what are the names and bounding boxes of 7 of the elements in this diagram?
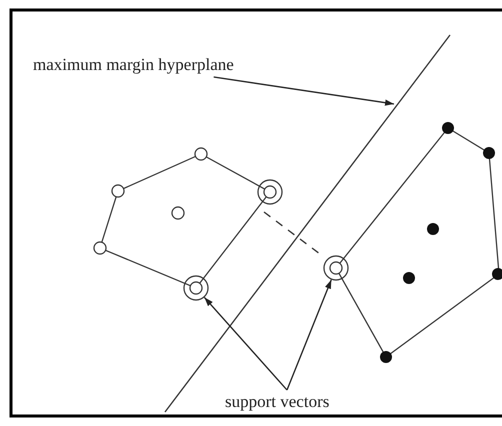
annotation-label: support vectors	[225, 392, 330, 412]
annotation-label: maximum margin hyperplane	[33, 55, 234, 75]
arrow	[214, 76, 394, 106]
support-vector-marker	[183, 275, 209, 301]
arrow	[204, 296, 288, 390]
support-vector-marker	[323, 255, 349, 281]
arrow	[286, 279, 332, 390]
